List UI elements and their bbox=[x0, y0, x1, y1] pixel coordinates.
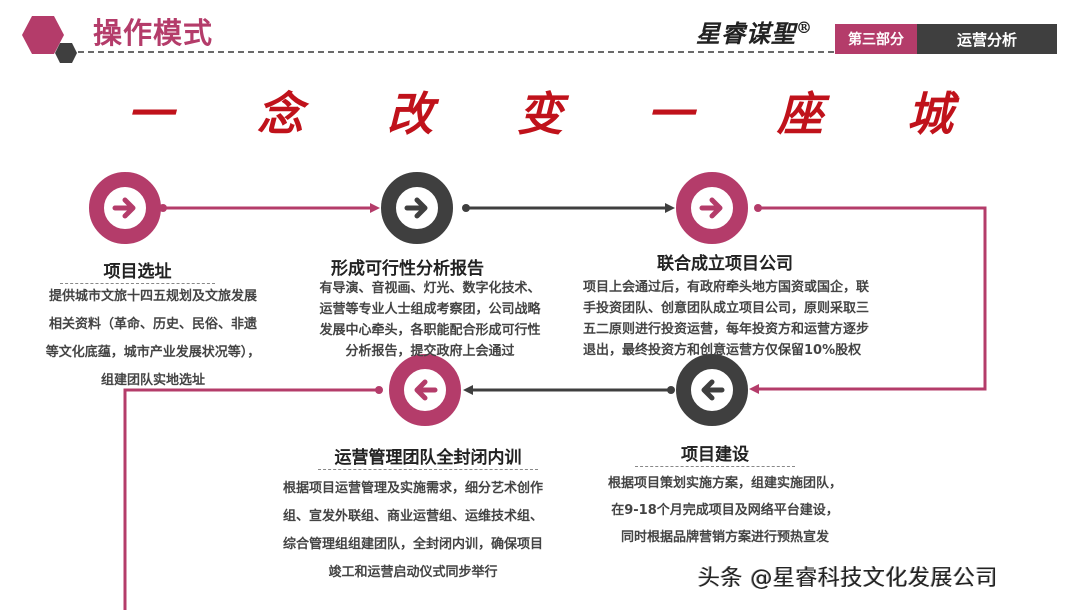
watermark: 头条 @星睿科技文化发展公司 bbox=[698, 566, 998, 591]
arrow-left-icon bbox=[414, 379, 438, 401]
slogan-char: 座 bbox=[777, 87, 823, 141]
step-4-desc: 根据项目策划实施方案，组建实施团队，在9-18个月完成项目及网络平台建设，同时根… bbox=[607, 476, 842, 545]
arrow-right-icon bbox=[112, 197, 136, 219]
header-divider bbox=[78, 51, 834, 53]
slogan-char: 城 bbox=[907, 87, 953, 141]
step-4-title: 项目建设 bbox=[635, 440, 795, 467]
arrow-right-icon bbox=[699, 197, 723, 219]
slogan-char: 变 bbox=[517, 87, 563, 141]
step-5-node bbox=[389, 354, 461, 426]
slogan-char: 改 bbox=[387, 87, 433, 141]
step-5-title: 运营管理团队全封闭内训 bbox=[318, 443, 538, 470]
arrow-right-icon bbox=[404, 197, 428, 219]
hexagon-small-icon bbox=[55, 43, 77, 63]
section-name: 运营分析 bbox=[917, 24, 1057, 54]
slogan-char: 一 bbox=[127, 87, 173, 141]
step-1-node bbox=[89, 172, 161, 244]
step-2-title: 形成可行性分析报告 bbox=[331, 259, 484, 279]
slogan-char: 一 bbox=[647, 87, 693, 141]
step-3-desc: 项目上会通过后，有政府牵头地方国资或国企，联手投资团队、创意团队成立项目公司，原… bbox=[583, 280, 870, 358]
page-title: 操作模式 bbox=[93, 16, 214, 50]
step-5-desc: 根据项目运营管理及实施需求，细分艺术创作组、宣发外联组、商业运营组、运维技术组、… bbox=[282, 481, 543, 580]
slogan: 一 念 改 变 一 座 城 bbox=[100, 78, 980, 141]
step-2-desc: 有导演、音视画、灯光、数字化技术、运营等专业人士组成考察团，公司战略发展中心牵头… bbox=[319, 281, 541, 359]
step-1-title: 项目选址 bbox=[60, 257, 215, 284]
step-4-node bbox=[676, 354, 748, 426]
step-3-title: 联合成立项目公司 bbox=[657, 254, 793, 274]
slogan-char: 念 bbox=[257, 87, 303, 141]
hexagon-large-icon bbox=[22, 16, 64, 54]
step-2-node bbox=[381, 172, 453, 244]
step-1-desc: 提供城市文旅十四五规划及文旅发展相关资料（革命、历史、民俗、非遗等文化底蕴，城市… bbox=[45, 289, 261, 388]
arrow-left-icon bbox=[701, 379, 725, 401]
step-3-node bbox=[676, 172, 748, 244]
brand-logo: 星睿谋聖® bbox=[696, 18, 813, 48]
section-tag: 第三部分 bbox=[835, 24, 917, 54]
